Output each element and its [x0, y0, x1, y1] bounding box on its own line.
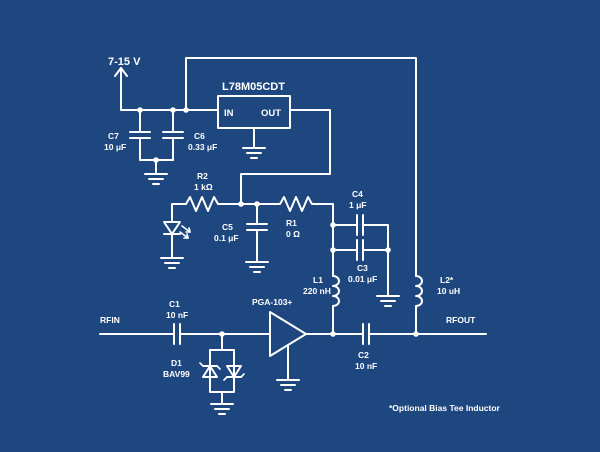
l1-inductor: [332, 249, 340, 335]
l1-value: 220 nH: [303, 286, 331, 296]
c4-capacitor: [332, 214, 389, 251]
c2-ref: C2: [358, 350, 369, 360]
supply-voltage-label: 7-15 V: [108, 56, 141, 68]
c2-capacitor: [332, 323, 487, 345]
r1-ref: R1: [286, 218, 297, 228]
ground-symbol: [144, 159, 168, 185]
c4-value: 1 μF: [349, 200, 366, 210]
bias-tee-feed-wire: [185, 57, 417, 277]
c2-value: 10 nF: [355, 361, 377, 371]
c4-ref: C4: [352, 189, 363, 199]
c6-value: 0.33 μF: [188, 142, 217, 152]
l1-ref: L1: [313, 275, 323, 285]
r2-value: 1 kΩ: [194, 182, 213, 192]
c3-value: 0.01 μF: [348, 274, 377, 284]
l2-value: 10 uH: [437, 286, 460, 296]
l2-inductor: [415, 275, 423, 335]
c7-value: 10 μF: [104, 142, 126, 152]
d1-diode-pair: [199, 333, 245, 415]
r1-resistor: [279, 196, 334, 226]
c3-capacitor: [332, 224, 400, 307]
r2-resistor: [171, 196, 242, 215]
c1-value: 10 nF: [166, 310, 188, 320]
l2-ref: L2*: [440, 275, 454, 285]
footnote-text: *Optional Bias Tee Inductor: [389, 403, 501, 413]
c1-ref: C1: [169, 299, 180, 309]
regulator-pin-in: IN: [224, 108, 234, 119]
regulator-pin-out: OUT: [261, 108, 281, 119]
junction-dot: [413, 331, 419, 337]
c3-ref: C3: [357, 263, 368, 273]
r1-value: 0 Ω: [286, 229, 300, 239]
c5-value: 0.1 μF: [214, 233, 239, 243]
c5-ref: C5: [222, 222, 233, 232]
regulator-ic: [217, 95, 331, 205]
d1-value: BAV99: [163, 369, 190, 379]
rfin-label: RFIN: [100, 315, 120, 325]
c7-ref: C7: [108, 131, 119, 141]
c1-capacitor: [173, 323, 271, 345]
amplifier-part-label: PGA-103+: [252, 297, 292, 307]
regulator-part-label: L78M05CDT: [222, 81, 285, 93]
d1-ref: D1: [171, 358, 182, 368]
rfout-label: RFOUT: [446, 315, 476, 325]
amplifier-triangle: [269, 311, 334, 391]
supply-input: [114, 67, 219, 113]
led-indicator: [160, 213, 191, 269]
r2-ref: R2: [197, 171, 208, 181]
c7-capacitor: [129, 109, 174, 161]
c6-ref: C6: [194, 131, 205, 141]
c6-capacitor: [153, 109, 184, 163]
c5-capacitor: [245, 203, 269, 273]
